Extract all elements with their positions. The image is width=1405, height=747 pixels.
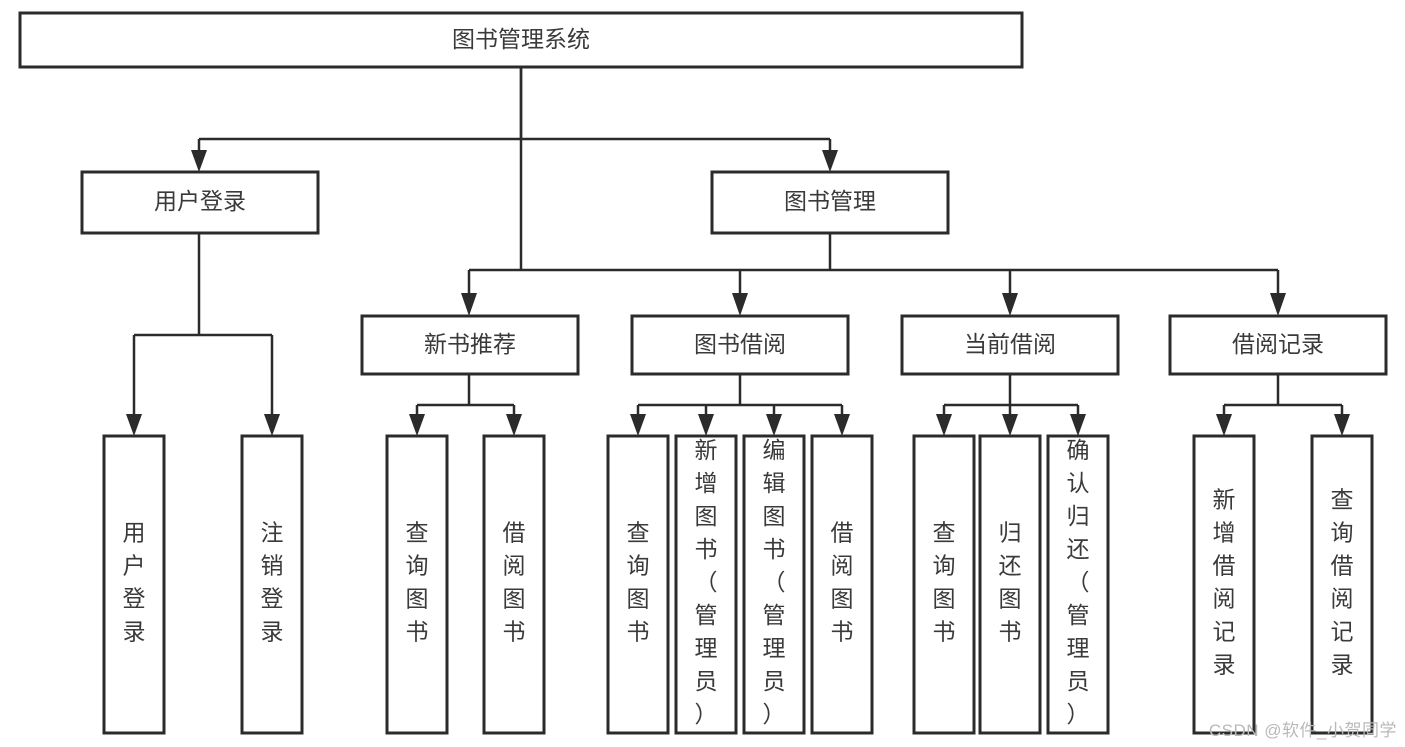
arrow-icon-to-current-borrow — [1002, 293, 1018, 316]
node-leaf-borrow-book-2-box[interactable] — [810, 434, 874, 735]
node-book-manage-label: 图书管理 — [784, 188, 876, 214]
node-borrow-record[interactable]: 借阅记录 — [1168, 314, 1388, 376]
node-leaf-query-record[interactable]: 查询借阅记录 — [1310, 434, 1374, 735]
node-book-manage[interactable]: 图书管理 — [710, 170, 950, 235]
node-leaf-borrow-book-1-label: 借阅图书 — [503, 520, 526, 645]
node-new-book-rec-box[interactable] — [360, 314, 580, 376]
arrow-icon-to-leaf-query-book-2 — [630, 414, 646, 436]
node-book-manage-box[interactable] — [710, 170, 950, 235]
node-leaf-logout-login[interactable]: 注销登录 — [240, 434, 304, 735]
node-root[interactable]: 图书管理系统 — [18, 11, 1024, 69]
arrow-icon-to-leaf-confirm-return — [1070, 414, 1086, 436]
node-user-login[interactable]: 用户登录 — [80, 170, 320, 235]
node-leaf-user-login-label: 用户登录 — [123, 520, 146, 645]
connector-layer — [126, 67, 1350, 436]
node-new-book-rec[interactable]: 新书推荐 — [360, 314, 580, 376]
node-leaf-borrow-book-1[interactable]: 借阅图书 — [482, 434, 546, 735]
node-user-login-label: 用户登录 — [154, 188, 246, 214]
node-user-login-box[interactable] — [80, 170, 320, 235]
node-leaf-borrow-book-2-label: 借阅图书 — [831, 520, 854, 645]
node-borrow-record-box[interactable] — [1168, 314, 1388, 376]
node-leaf-add-record[interactable]: 新增借阅记录 — [1192, 434, 1256, 735]
node-current-borrow[interactable]: 当前借阅 — [900, 314, 1120, 376]
arrow-icon-to-book-borrow — [732, 293, 748, 316]
node-book-borrow-box[interactable] — [630, 314, 850, 376]
arrow-icon-to-borrow-record — [1270, 293, 1286, 316]
node-new-book-rec-label: 新书推荐 — [424, 331, 516, 357]
node-leaf-query-book-3-label: 查询图书 — [933, 520, 956, 645]
node-leaf-query-book-1-box[interactable] — [385, 434, 449, 735]
node-book-borrow-label: 图书借阅 — [694, 331, 786, 357]
arrow-icon-to-leaf-user-login — [126, 414, 142, 436]
node-leaf-logout-login-box[interactable] — [240, 434, 304, 735]
node-leaf-return-book-box[interactable] — [978, 434, 1042, 735]
node-leaf-query-book-3[interactable]: 查询图书 — [912, 434, 976, 735]
node-leaf-add-book-box[interactable] — [674, 434, 738, 735]
node-leaf-query-book-2[interactable]: 查询图书 — [606, 434, 670, 735]
node-leaf-confirm-return-box[interactable] — [1046, 434, 1110, 735]
node-leaf-query-book-3-box[interactable] — [912, 434, 976, 735]
node-borrow-record-label: 借阅记录 — [1232, 331, 1324, 357]
node-leaf-confirm-return[interactable]: 确认归还（管理员） — [1046, 434, 1110, 735]
arrow-icon-to-book-manage — [822, 150, 838, 172]
arrow-icon-to-leaf-query-book-1 — [409, 414, 425, 436]
node-leaf-borrow-book-1-box[interactable] — [482, 434, 546, 735]
node-root-label: 图书管理系统 — [452, 26, 590, 52]
node-leaf-add-book[interactable]: 新增图书（管理员） — [674, 434, 738, 735]
arrow-icon-to-user-login — [191, 150, 207, 172]
arrow-icon-to-leaf-borrow-book-1 — [506, 414, 522, 436]
arrow-icon-to-leaf-query-book-3 — [936, 414, 952, 436]
arrow-icon-to-leaf-add-book — [698, 414, 714, 436]
node-leaf-add-record-label: 新增借阅记录 — [1213, 487, 1236, 678]
node-leaf-user-login[interactable]: 用户登录 — [102, 434, 166, 735]
arrow-icon-to-leaf-return-book — [1002, 414, 1018, 436]
node-leaf-query-book-1-label: 查询图书 — [406, 520, 429, 645]
arrow-icon-to-leaf-edit-book — [766, 414, 782, 436]
arrow-icon-to-leaf-logout-login — [264, 414, 280, 436]
node-leaf-borrow-book-2[interactable]: 借阅图书 — [810, 434, 874, 735]
node-current-borrow-box[interactable] — [900, 314, 1120, 376]
node-leaf-edit-book-label: 编辑图书（管理员） — [763, 437, 786, 727]
node-leaf-user-login-box[interactable] — [102, 434, 166, 735]
node-leaf-confirm-return-label: 确认归还（管理员） — [1067, 437, 1090, 727]
node-leaf-return-book[interactable]: 归还图书 — [978, 434, 1042, 735]
node-book-borrow[interactable]: 图书借阅 — [630, 314, 850, 376]
arrow-icon-to-leaf-add-record — [1216, 414, 1232, 436]
node-leaf-query-book-2-box[interactable] — [606, 434, 670, 735]
node-leaf-add-record-box[interactable] — [1192, 434, 1256, 735]
node-current-borrow-label: 当前借阅 — [964, 331, 1056, 357]
node-leaf-return-book-label: 归还图书 — [999, 520, 1022, 645]
arrow-icon-to-leaf-borrow-book-2 — [834, 414, 850, 436]
arrow-icon-to-new-book-rec — [461, 293, 477, 316]
arrow-icon-to-leaf-query-record — [1334, 414, 1350, 436]
node-leaf-query-book-2-label: 查询图书 — [627, 520, 650, 645]
node-root-box[interactable] — [18, 11, 1024, 69]
node-leaf-logout-login-label: 注销登录 — [261, 520, 284, 645]
node-leaf-query-book-1[interactable]: 查询图书 — [385, 434, 449, 735]
node-leaf-query-record-box[interactable] — [1310, 434, 1374, 735]
node-leaf-add-book-label: 新增图书（管理员） — [695, 437, 718, 727]
node-leaf-query-record-label: 查询借阅记录 — [1331, 487, 1354, 678]
node-leaf-edit-book-box[interactable] — [742, 434, 806, 735]
node-leaf-edit-book[interactable]: 编辑图书（管理员） — [742, 434, 806, 735]
